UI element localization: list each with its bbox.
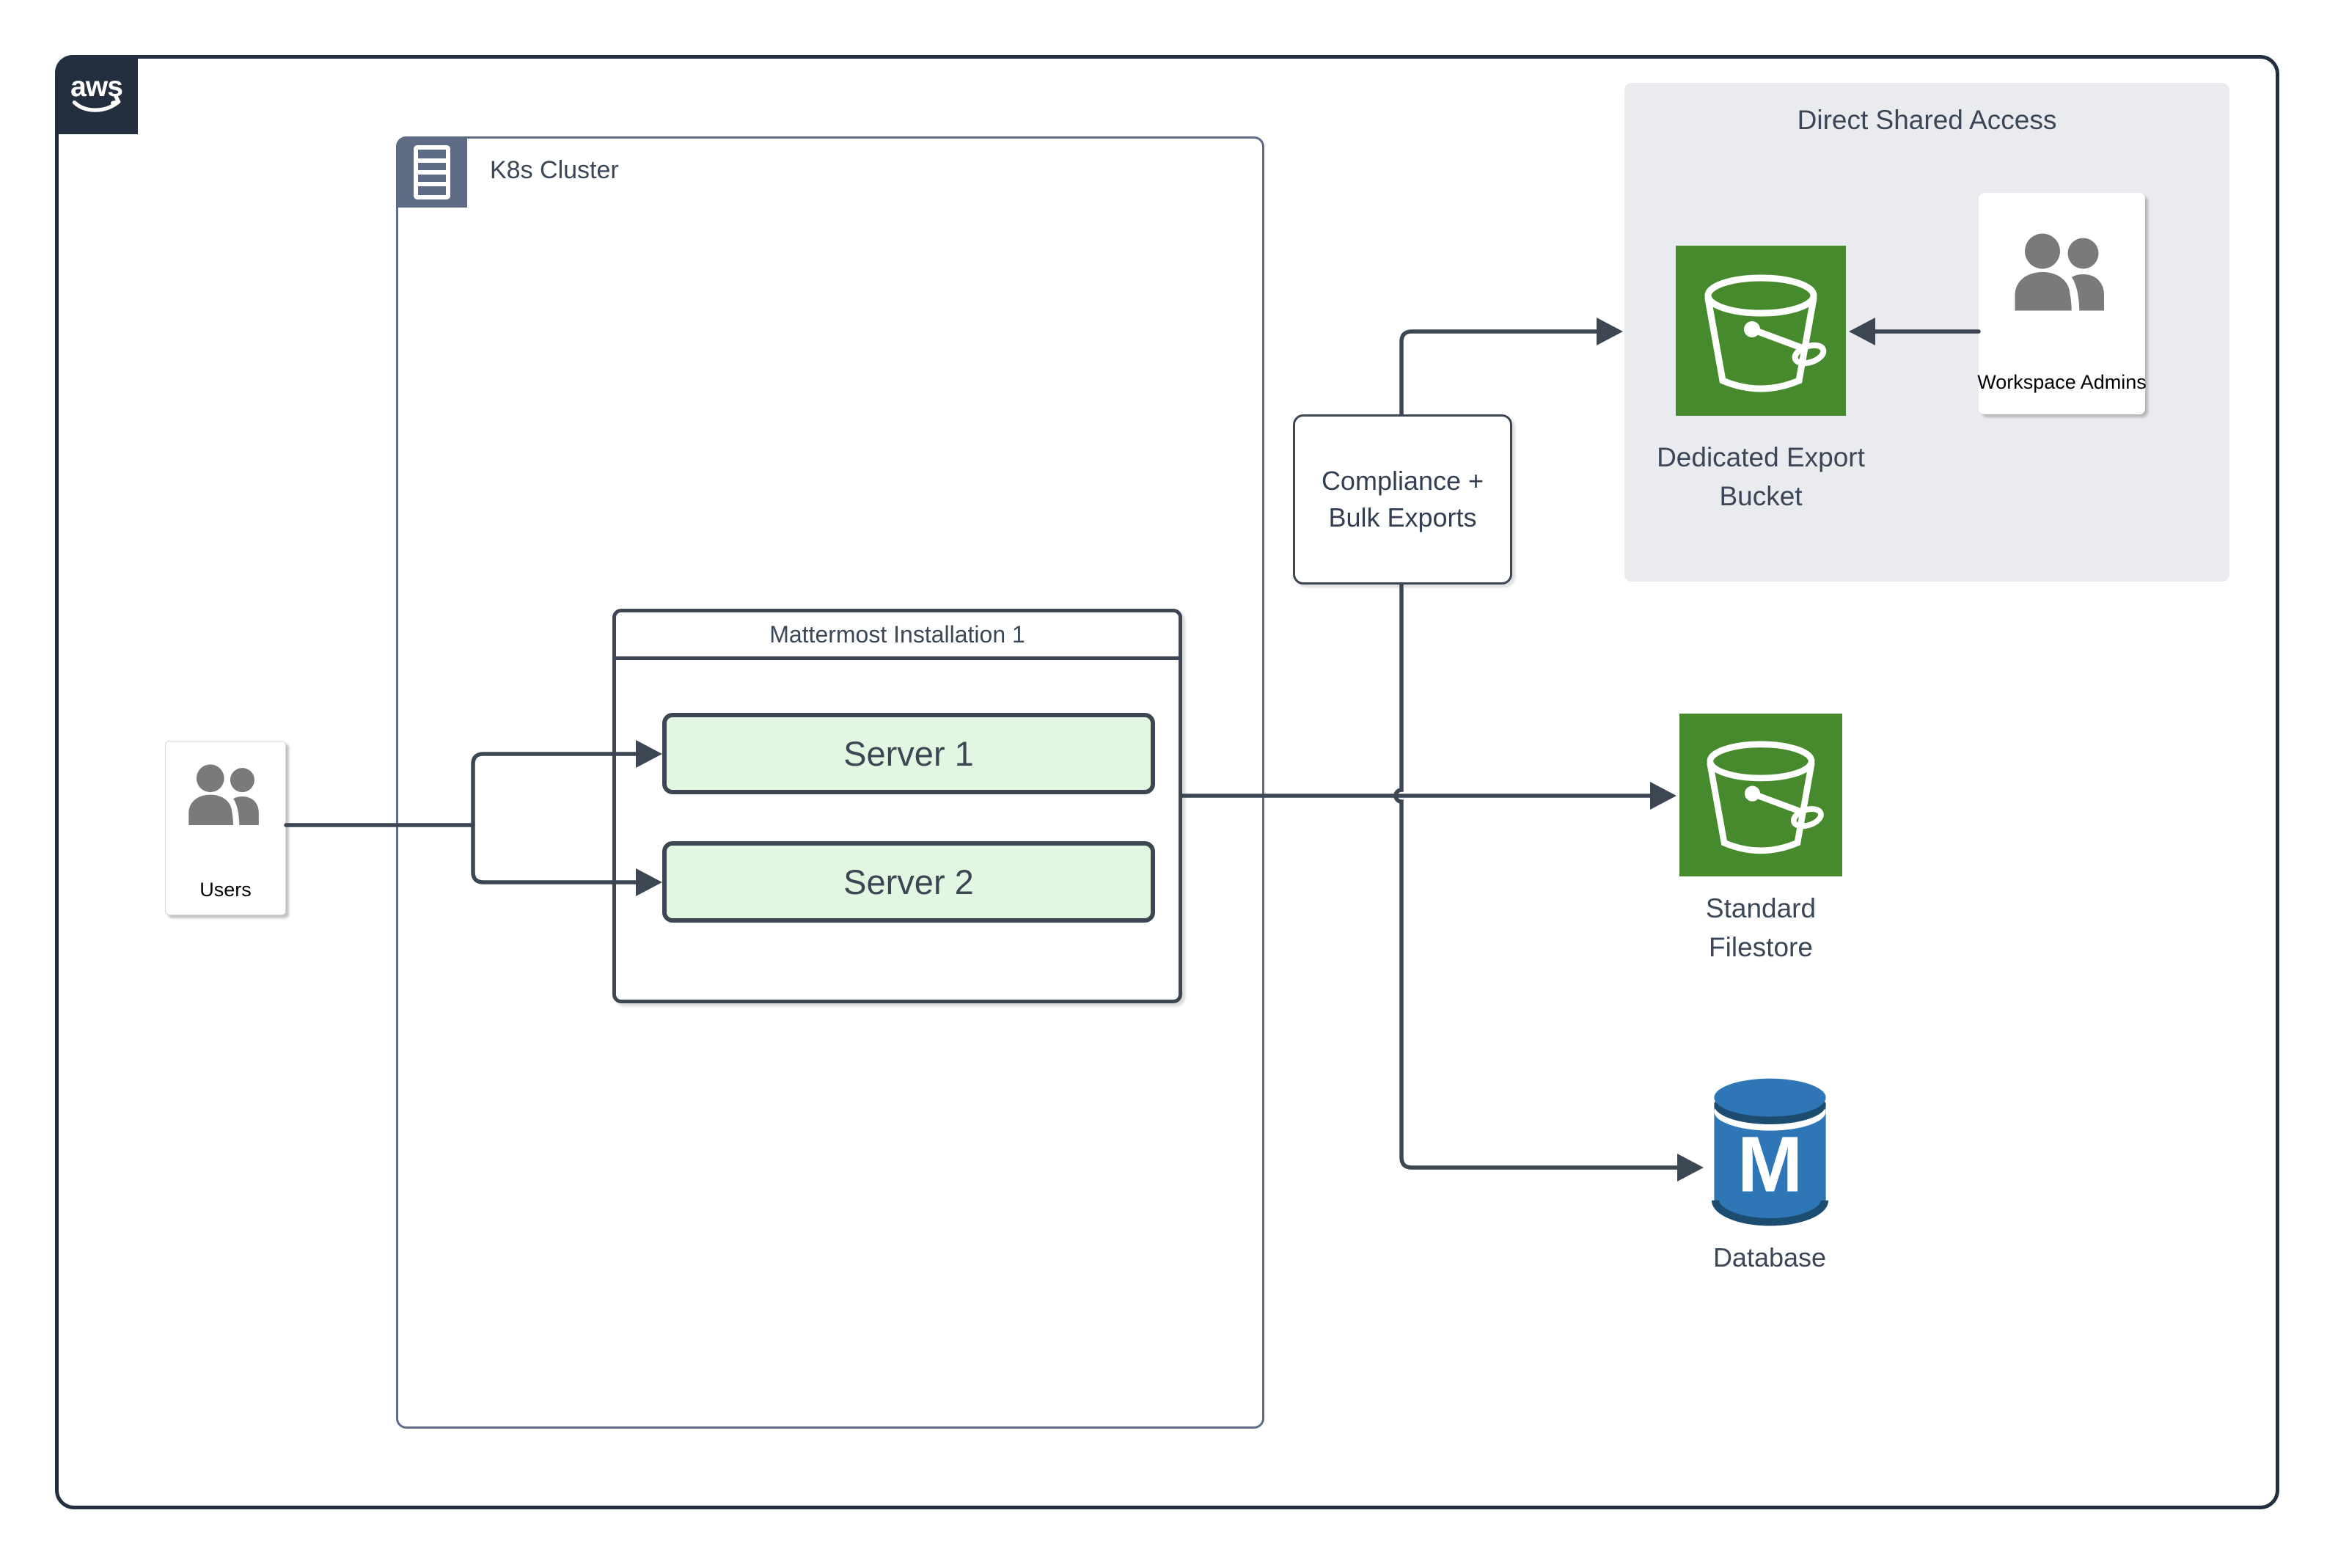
aws-logo: aws <box>55 55 138 134</box>
server-2-node: Server 2 <box>662 841 1155 923</box>
database-cylinder-icon: M <box>1707 1072 1833 1232</box>
database-label: Database <box>1712 1242 1827 1272</box>
aws-logo-icon: aws <box>70 71 123 112</box>
aws-account-boundary <box>55 55 2279 1509</box>
server-1-node: Server 1 <box>662 713 1155 794</box>
workspace-admins-label: Workspace Admins <box>1977 371 2147 393</box>
compliance-bulk-exports-node: Compliance + Bulk Exports <box>1293 414 1512 585</box>
users-icon <box>188 764 259 827</box>
dedicated-export-bucket-label: Dedicated Export Bucket <box>1657 442 1865 511</box>
compliance-label-line2: Bulk Exports <box>1328 502 1477 532</box>
workspace-admins-node: Workspace Admins <box>1977 193 2147 414</box>
mattermost-installation-container: Mattermost Installation 1 <box>612 609 1182 1003</box>
compliance-label-line1: Compliance + <box>1321 466 1484 496</box>
standard-filestore-label: Standard Filestore <box>1705 893 1817 962</box>
dedicated-export-bucket-node <box>1676 246 1846 416</box>
server-2-label: Server 2 <box>843 862 974 901</box>
server-rack-icon <box>396 136 467 208</box>
standard-filestore-node <box>1679 714 1842 876</box>
k8s-cluster-container <box>396 136 1264 1429</box>
svg-text:M: M <box>1737 1121 1803 1209</box>
users-node: Users <box>165 741 286 915</box>
workspace-admins-icon <box>2015 233 2104 313</box>
server-1-label: Server 1 <box>843 734 974 773</box>
k8s-cluster-label: K8s Cluster <box>490 156 619 184</box>
s3-bucket-icon <box>1704 274 1827 392</box>
direct-shared-access-title: Direct Shared Access <box>1797 105 2057 135</box>
s3-bucket-icon <box>1707 741 1824 854</box>
users-label: Users <box>199 879 252 901</box>
mattermost-installation-title: Mattermost Installation 1 <box>616 612 1179 660</box>
